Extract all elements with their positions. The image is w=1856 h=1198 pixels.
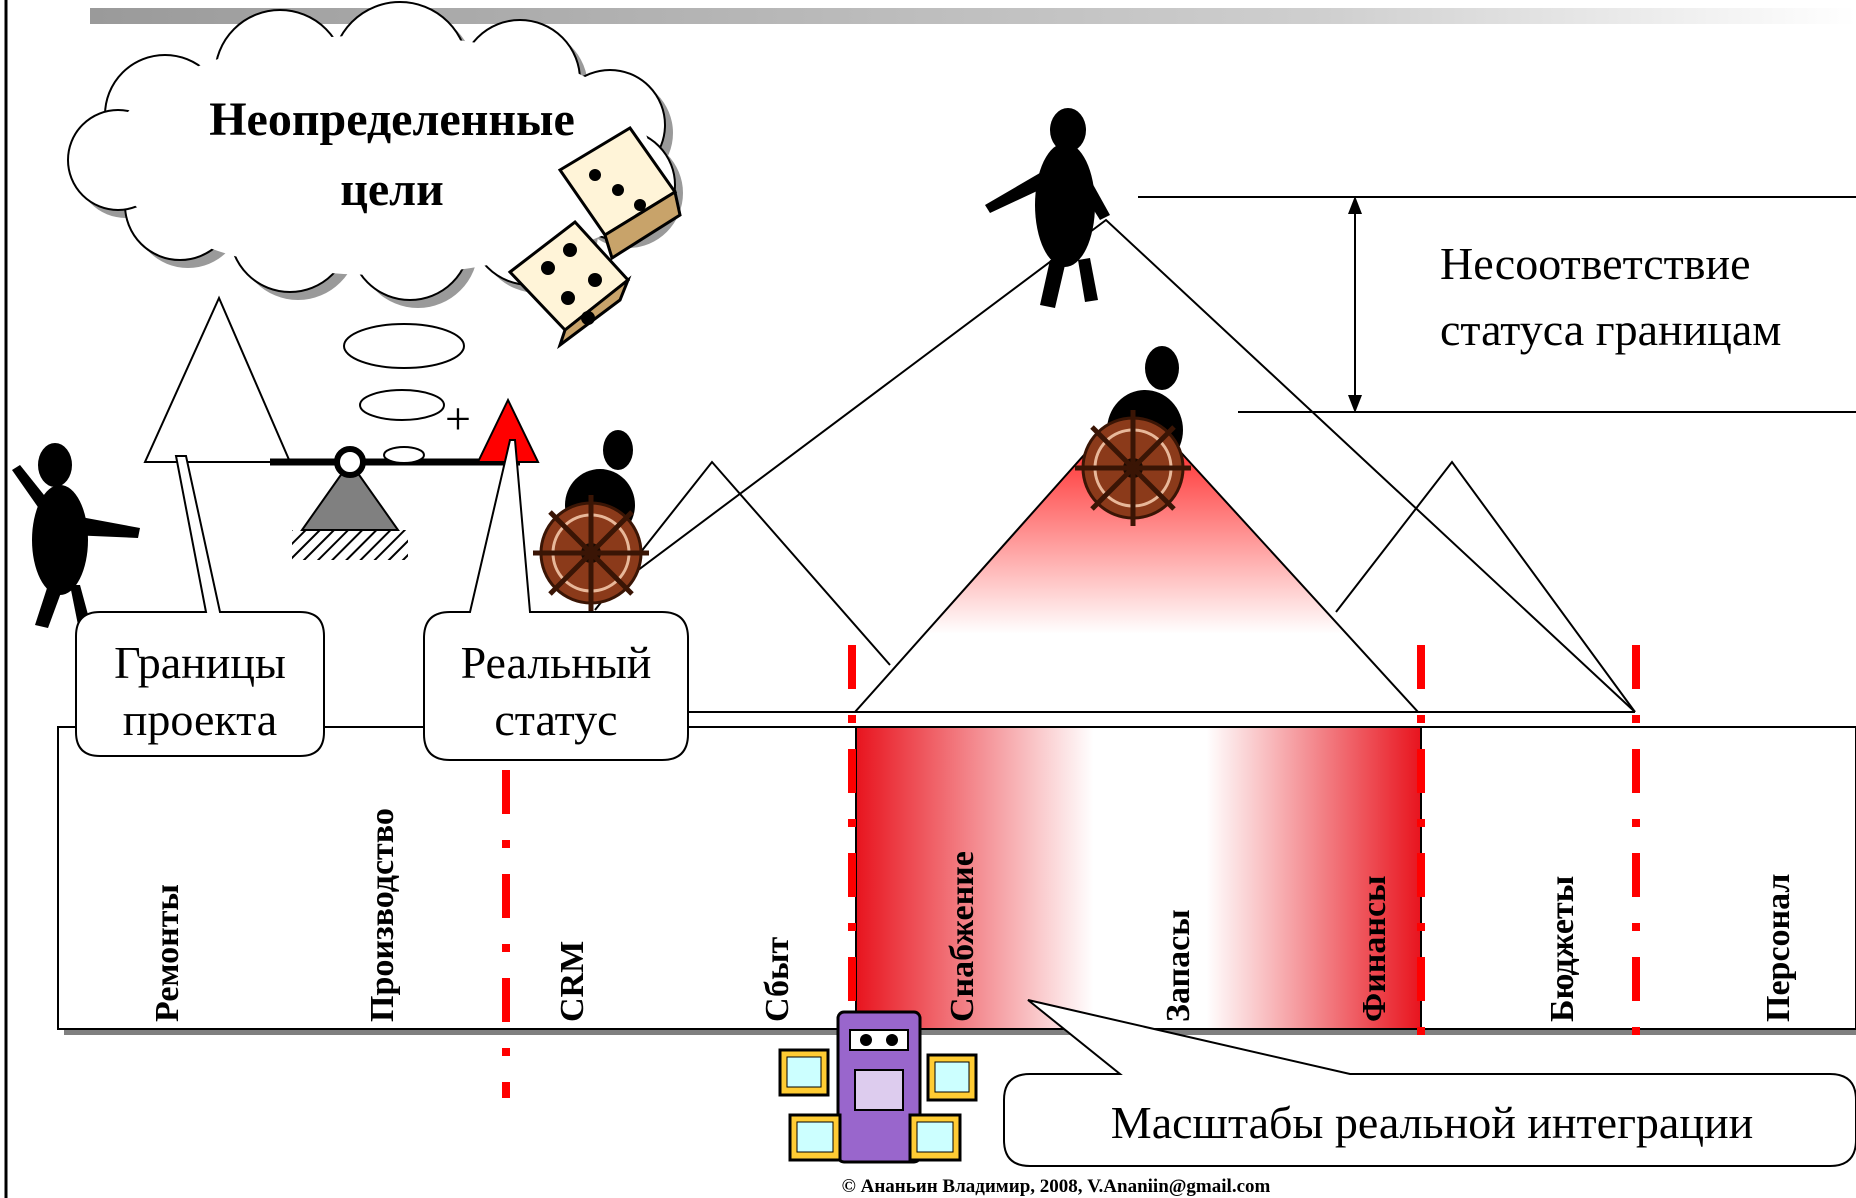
balance-pivot [334, 446, 366, 478]
module-label-crm: CRM [554, 941, 591, 1022]
integration-box [855, 726, 1422, 1030]
plus-sign: + [445, 393, 471, 444]
cloud-label-line1: Неопределенные [209, 93, 575, 146]
thought-bubble-small [383, 446, 425, 464]
thought-bubble-large [343, 323, 465, 369]
callout-real-status-line1: Реальный [461, 637, 652, 688]
callout-integration-label: Масштабы реальной интеграции [1111, 1097, 1753, 1148]
callout-real-status [423, 439, 689, 761]
callout-project-bounds-line2: проекта [123, 694, 277, 745]
ship-wheel-left-icon [533, 495, 649, 611]
arrow-down-icon [1348, 395, 1362, 413]
uncertain-goals-cloud [67, 1, 683, 308]
module-label-finance: Финансы [1356, 875, 1393, 1022]
mismatch-label-line2: статуса границам [1440, 304, 1781, 355]
footer-copyright: © Ананьин Владимир, 2008, V.Ananiin@gmai… [842, 1176, 1271, 1197]
right-small-peak [1335, 460, 1636, 713]
project-bounds-triangle [143, 295, 292, 463]
arrow-up-icon [1348, 196, 1362, 214]
pointing-figure-left-icon [12, 443, 140, 628]
module-label-sales: Сбыт [759, 936, 796, 1022]
module-label-inventory: Запасы [1160, 909, 1197, 1022]
dice-icon [507, 125, 682, 350]
callout-project-bounds-line1: Границы [114, 637, 286, 688]
module-label-repairs: Ремонты [149, 884, 186, 1022]
callout-real-status-line2: статус [494, 694, 617, 745]
module-label-budgets: Бюджеты [1544, 876, 1581, 1022]
module-label-personnel: Персонал [1760, 873, 1797, 1022]
computer-network-icon [778, 1010, 978, 1164]
module-label-procurement: Снабжение [944, 851, 981, 1022]
thought-bubble-medium [359, 389, 445, 421]
mismatch-label-line1: Несоответствие [1440, 238, 1751, 289]
project-scope-peak [597, 218, 1636, 713]
callout-integration-scale [1003, 999, 1856, 1167]
pointing-figure-top-icon [985, 108, 1110, 308]
ship-wheel-center-icon [1075, 410, 1191, 526]
cloud-label-line2: цели [340, 163, 444, 216]
callout-project-bounds [75, 455, 325, 757]
header-bar [90, 8, 1856, 24]
module-label-production: Производство [364, 808, 401, 1022]
balance-ground-hatch [292, 530, 408, 560]
real-integration-triangle [852, 398, 1421, 713]
